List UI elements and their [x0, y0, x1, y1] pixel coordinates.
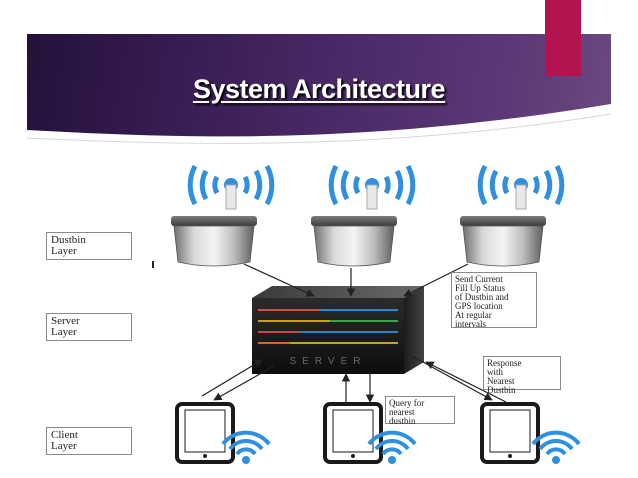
- client-phone-1: [175, 402, 271, 464]
- banner-wave-decoration: [27, 104, 611, 152]
- dustbin-node-3: [460, 164, 565, 267]
- layer-label-dustbin: Dustbin Layer: [46, 232, 132, 260]
- dustbin-node-1: [171, 164, 275, 267]
- arrow-phone1-to-server: [201, 359, 263, 397]
- mobile-phone-icon: [323, 402, 383, 464]
- server-label: SERVER: [290, 356, 367, 367]
- arrow-dustbin1-to-server: [243, 263, 315, 297]
- layer-label-client: Client Layer: [46, 427, 132, 455]
- layer-label-server: Server Layer: [46, 313, 132, 341]
- wifi-signal-icon: [477, 164, 565, 210]
- dustbin-icon: [311, 216, 397, 267]
- mobile-phone-icon: [480, 402, 540, 464]
- slide-title: System Architecture: [192, 74, 446, 104]
- title-banner: System Architecture: [27, 34, 611, 152]
- wifi-signal-icon: [531, 430, 581, 464]
- wifi-signal-icon: [367, 430, 417, 464]
- wifi-signal-icon: [221, 430, 271, 464]
- annotation-response: Response with Nearest Dustbin: [483, 356, 561, 395]
- arrow-dustbin3-to-server: [403, 263, 469, 297]
- arrow-phone3-to-server: [425, 361, 507, 403]
- annotation-send-status: Send Current Fill Up Status of Dustbin a…: [451, 272, 537, 329]
- arrow-server-to-phone1: [213, 365, 275, 401]
- wifi-signal-icon: [187, 164, 275, 210]
- dustbin-node-2: [311, 164, 416, 267]
- mobile-phone-icon: [175, 402, 235, 464]
- stray-tick-mark: [152, 261, 154, 268]
- annotation-query: Query for nearest dustbin: [385, 396, 455, 426]
- dustbin-icon: [171, 216, 257, 267]
- client-phone-3: [480, 402, 581, 464]
- server-rack-icon: SERVER: [252, 286, 424, 374]
- accent-bar: [545, 0, 581, 76]
- client-phone-2: [323, 402, 417, 464]
- wifi-signal-icon: [328, 164, 416, 210]
- dustbin-icon: [460, 216, 546, 267]
- arrow-server-to-phone3: [411, 355, 493, 401]
